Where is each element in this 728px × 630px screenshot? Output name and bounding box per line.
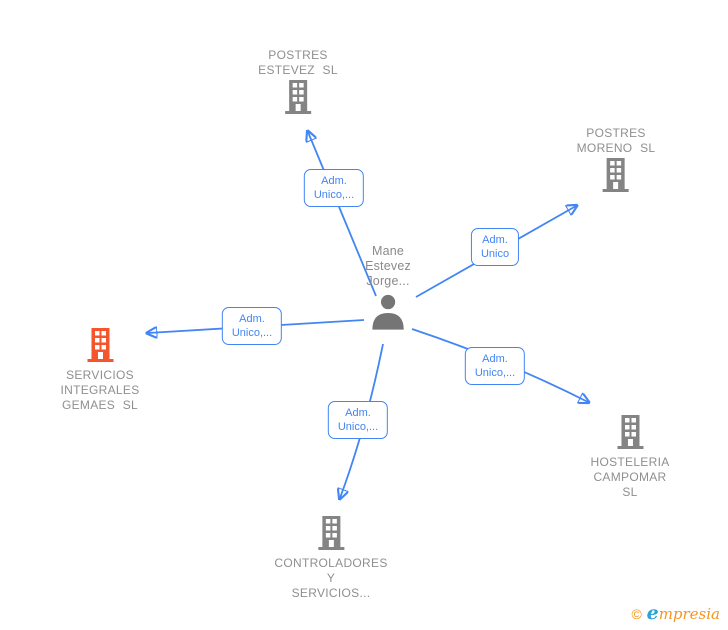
building-icon [315,514,347,550]
building-icon-highlighted [84,326,116,362]
company-name-line: POSTRES [586,126,646,140]
company-name-line: INTEGRALES [60,383,140,397]
company-name: POSTRES MORENO SL [577,126,656,156]
edge-label-line: Adm. [482,353,508,365]
edge-arrow-postres-estevez [308,132,377,297]
company-node-postres-moreno[interactable]: POSTRES MORENO SL [577,126,656,192]
company-name-line: CAMPOMAR [593,470,667,484]
company-name-line: HOSTELERIA [590,455,670,469]
edge-label-adm-unico-estevez[interactable]: Adm. Unico,... [303,169,365,207]
edge-label-line: Adm. [482,234,508,246]
person-name-line: Mane [371,244,405,258]
person-name: Mane Estevez Jorge... [365,244,411,289]
empresia-logo-text: mpresia [658,605,720,623]
company-name-line: POSTRES [268,48,328,62]
edge-label-line: Unico,... [231,327,273,339]
edge-label-adm-unico-servicios[interactable]: Adm. Unico,... [221,307,283,345]
empresia-logo-initial: e [646,602,659,624]
company-name-line: Y [326,571,336,585]
company-name-line: CONTROLADORES [274,556,388,570]
person-name-line: Estevez [365,259,411,273]
building-icon [282,78,314,114]
company-node-postres-estevez[interactable]: POSTRES ESTEVEZ SL [258,48,338,114]
edge-label-line: Adm. [239,313,265,325]
edge-label-line: Unico,... [474,367,516,379]
company-name-line: SL [622,485,638,499]
edge-label-adm-unico-hosteleria[interactable]: Adm. Unico,... [464,347,526,385]
company-node-hosteleria-campomar[interactable]: HOSTELERIA CAMPOMAR SL [590,413,669,500]
edge-label-line: Adm. [345,407,371,419]
company-name-line: SERVICIOS [66,368,134,382]
company-name-line: MORENO SL [576,141,656,155]
company-name-line: SERVICIOS... [291,586,371,600]
company-name: POSTRES ESTEVEZ SL [258,48,338,78]
company-name: HOSTELERIA CAMPOMAR SL [590,455,669,500]
building-icon [614,413,646,449]
company-node-servicios-integrales-gemaes[interactable]: SERVICIOS INTEGRALES GEMAES SL [60,326,139,413]
edge-label-line: Unico,... [337,421,379,433]
edge-label-adm-unico-controladores[interactable]: Adm. Unico,... [327,401,389,439]
edge-label-line: Unico,... [313,189,355,201]
company-name-line: GEMAES SL [61,398,139,412]
edge-label-adm-unico-moreno[interactable]: Adm. Unico [470,228,520,266]
company-node-controladores-servicios[interactable]: CONTROLADORES Y SERVICIOS... [274,514,387,601]
edge-label-line: Adm. [321,175,347,187]
edge-label-line: Unico [480,248,510,260]
company-name-line: ESTEVEZ SL [258,63,338,77]
person-node-mane-estevez-jorge[interactable]: Mane Estevez Jorge... [365,244,411,331]
company-name: SERVICIOS INTEGRALES GEMAES SL [60,368,139,413]
building-icon [600,156,632,192]
person-name-line: Jorge... [366,274,410,288]
company-name: CONTROLADORES Y SERVICIOS... [274,556,387,601]
copyright-symbol: © [631,606,642,622]
empresia-watermark[interactable]: © empresia [631,602,720,624]
person-icon [369,293,407,331]
